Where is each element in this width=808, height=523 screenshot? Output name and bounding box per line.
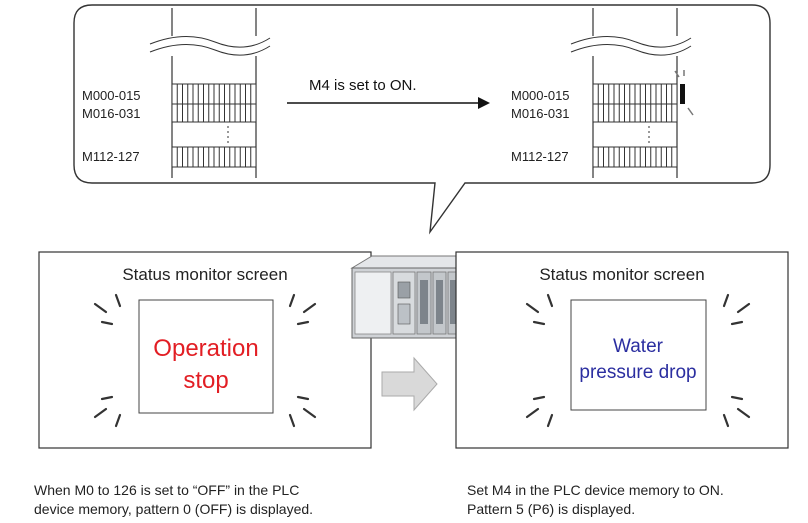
memory-table-before — [149, 8, 271, 178]
right-message-line-1: Water — [613, 336, 664, 357]
right-message-line-2: pressure drop — [579, 362, 696, 383]
left-message-box — [138, 299, 274, 414]
callout-bubble — [73, 4, 771, 235]
m4-bit-highlight — [680, 84, 685, 104]
left-monitor-title: Status monitor screen — [122, 265, 287, 284]
left-message-line-2: stop — [183, 367, 228, 394]
row-label-after-0: M000-015 — [511, 88, 570, 103]
arrow-label: M4 is set to ON. — [309, 77, 417, 94]
m4-spark-1 — [674, 70, 680, 78]
row-label-after-1: M016-031 — [511, 106, 570, 121]
screen-transition-arrow — [381, 356, 438, 412]
right-caption-line-1: Set M4 in the PLC device memory to ON. — [467, 482, 724, 498]
left-blink-rays — [93, 293, 317, 428]
right-caption-line-2: Pattern 5 (P6) is displayed. — [467, 501, 635, 517]
left-caption-line-1: When M0 to 126 is set to “OFF” in the PL… — [34, 482, 299, 498]
transition-arrow-head — [478, 97, 490, 109]
memory-table-after — [570, 8, 694, 178]
right-blink-rays — [525, 293, 751, 428]
m4-spark-3 — [687, 107, 694, 116]
right-message-box — [570, 299, 707, 411]
row-label-before-0: M000-015 — [82, 88, 141, 103]
row-label-after-2: M112-127 — [511, 149, 569, 164]
row-label-before-2: M112-127 — [82, 149, 140, 164]
right-monitor-title: Status monitor screen — [539, 265, 704, 284]
row-label-before-1: M016-031 — [82, 106, 141, 121]
left-caption-line-2: device memory, pattern 0 (OFF) is displa… — [34, 501, 313, 517]
left-message-line-1: Operation — [153, 335, 258, 362]
